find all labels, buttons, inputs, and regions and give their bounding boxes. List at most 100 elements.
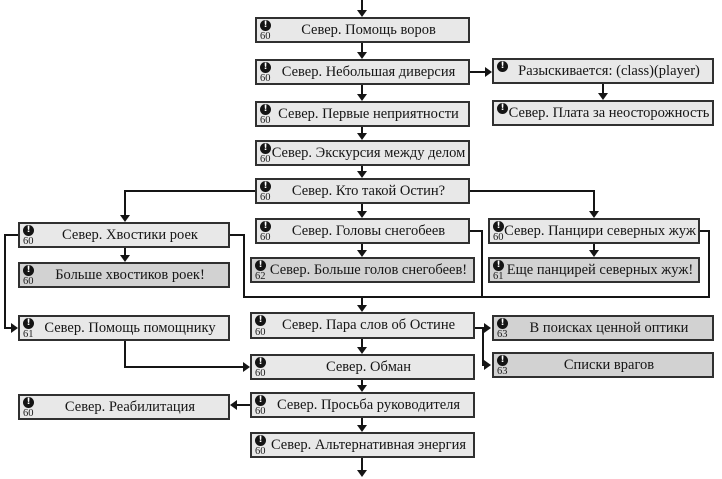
quest-exclamation-icon: ! — [23, 318, 34, 329]
edge-entry-line — [361, 0, 363, 11]
edge-n5-m1-arrow — [357, 211, 367, 218]
node-bolshe-golov-snegobeev[interactable]: ! 62 Север. Больше голов снегобеев! — [250, 257, 475, 283]
quest-level: 60 — [493, 232, 504, 243]
node-pervye-nepriyatnosti[interactable]: ! 60 Север. Первые неприятности — [255, 101, 470, 127]
quest-exclamation-icon: ! — [23, 225, 34, 236]
quest-exclamation-icon: ! — [255, 260, 266, 271]
quest-exclamation-icon: ! — [260, 62, 271, 73]
quest-title: Север. Головы снегобеев — [291, 222, 446, 239]
edge-n5-r3-arrow — [589, 211, 599, 218]
node-golovy-snegobeev[interactable]: ! 60 Север. Головы снегобеев — [255, 218, 470, 244]
edge-m1-m2-line — [361, 244, 363, 251]
quest-exclamation-icon: ! — [493, 221, 504, 232]
quest-title: Север. Небольшая диверсия — [281, 63, 456, 80]
quest-level: 62 — [255, 271, 266, 282]
node-ekskursiya-mezhdu-delom[interactable]: ! 60 Север. Экскурсия между делом — [255, 140, 470, 166]
edge-n4-n5-line — [361, 166, 363, 172]
quest-level: 60 — [255, 446, 266, 457]
quest-title: Еще панцирей северных жуж! — [506, 261, 694, 278]
quest-exclamation-icon: ! — [255, 357, 266, 368]
edge-n5-r3-hline — [470, 190, 595, 192]
node-pomoshch-vorov[interactable]: ! 60 Север. Помощь воров — [255, 17, 470, 43]
edge-m5-m6-line — [361, 418, 363, 426]
edge-merge-m3-line — [361, 296, 363, 306]
quest-exclamation-icon: ! — [497, 103, 508, 114]
node-para-slov-ob-ostine[interactable]: ! 60 Север. Пара слов об Остине — [250, 312, 475, 339]
quest-exclamation-icon: ! — [255, 435, 266, 446]
node-bolshe-khvostikov-roek[interactable]: ! 60 Больше хвостиков роек! — [18, 262, 230, 288]
quest-level: 60 — [255, 406, 266, 417]
edge-m1-merge-vline — [481, 230, 483, 298]
edge-l1-l3-arrow — [11, 323, 18, 333]
quest-level: 60 — [260, 232, 271, 243]
node-v-poiskakh-tsennoy-optiki[interactable]: ! 63 В поисках ценной оптики — [492, 315, 714, 341]
quest-exclamation-icon: ! — [493, 260, 504, 271]
quest-title: Списки врагов — [563, 356, 655, 373]
edge-m5-l4-arrow — [230, 400, 237, 410]
quest-level: 60 — [260, 73, 271, 84]
quest-exclamation-icon: ! — [260, 20, 271, 31]
edge-l1-l3-vline — [4, 234, 6, 329]
edge-n4-n5-arrow — [357, 171, 367, 178]
node-kto-takoy-ostin[interactable]: ! 60 Север. Кто такой Остин? — [255, 178, 470, 204]
edge-m1-m2-arrow — [357, 250, 367, 257]
edge-l3-m4-arrow — [243, 362, 250, 372]
quest-title: Север. Пара слов об Остине — [281, 317, 456, 333]
quest-title: Север. Первые неприятности — [278, 105, 459, 122]
quest-title: Север. Плата за неосторожность — [508, 104, 710, 121]
edge-l1-merge-hline — [230, 234, 245, 236]
edge-m4-m5-arrow — [357, 385, 367, 392]
quest-title: Север. Хвостики роек — [62, 226, 198, 243]
quest-level: 60 — [23, 276, 34, 287]
edge-n3-n4-line — [361, 127, 363, 134]
quest-level: 60 — [255, 368, 266, 379]
edge-m3-m4-arrow — [357, 347, 367, 354]
edge-l1-l3-hline-top — [4, 234, 18, 236]
edge-m3-right-vline — [482, 327, 484, 366]
edge-r1-r2-line — [602, 84, 604, 94]
quest-title: Север. Реабилитация — [64, 398, 196, 415]
quest-title: Север. Помощь помощнику — [44, 319, 216, 336]
node-alternativnaya-energiya[interactable]: ! 60 Север. Альтернативная энергия — [250, 432, 475, 458]
quest-exclamation-icon: ! — [497, 318, 508, 329]
node-pomoshch-pomoshchniku[interactable]: ! 61 Север. Помощь помощнику — [18, 315, 230, 341]
edge-r1-r2-arrow — [598, 93, 608, 100]
node-khvostiki-roek[interactable]: ! 60 Север. Хвостики роек — [18, 222, 230, 248]
node-obman[interactable]: ! 60 Север. Обман — [250, 354, 475, 380]
quest-title: Север. Альтернативная энергия — [270, 436, 467, 453]
edge-r3-merge-vline — [708, 230, 710, 298]
edge-n1-n2-arrow — [357, 52, 367, 59]
quest-level: 60 — [255, 327, 266, 338]
node-pantsiri-severnykh-zhuzh[interactable]: ! 60 Север. Панцири северных жуж — [488, 218, 700, 244]
quest-level: 63 — [497, 366, 508, 377]
edge-m5-l4-line — [237, 404, 250, 406]
edge-m1-merge-hline — [470, 230, 483, 232]
edge-merge-m3-arrow — [357, 305, 367, 312]
edge-n1-n2-line — [361, 43, 363, 53]
quest-exclamation-icon: ! — [497, 355, 508, 366]
node-eshche-pantsirey-zhuzh[interactable]: ! 61 Еще панцирей северных жуж! — [488, 257, 700, 283]
node-nebolshaya-diversiya[interactable]: ! 60 Север. Небольшая диверсия — [255, 59, 470, 85]
quest-exclamation-icon: ! — [497, 61, 508, 72]
edge-n2-n3-line — [361, 85, 363, 95]
node-razyskivaetsya[interactable]: ! Разыскивается: (class)(player) — [492, 58, 714, 84]
quest-exclamation-icon: ! — [260, 104, 271, 115]
quest-exclamation-icon: ! — [255, 395, 266, 406]
quest-level: 60 — [260, 115, 271, 126]
edge-exit-line — [361, 458, 363, 471]
quest-level: 60 — [23, 236, 34, 247]
edge-m3-right-hline — [475, 327, 484, 329]
quest-title: Север. Помощь воров — [301, 21, 436, 38]
quest-title: Разыскивается: (class)(player) — [518, 62, 700, 79]
edge-r3-merge-hline — [700, 230, 710, 232]
quest-exclamation-icon: ! — [23, 265, 34, 276]
quest-level: 60 — [23, 408, 34, 419]
quest-title: Север. Просьба руководителя — [276, 396, 461, 413]
node-spiski-vragov[interactable]: ! 63 Списки врагов — [492, 352, 714, 378]
node-reabilitatsiya[interactable]: ! 60 Север. Реабилитация — [18, 394, 230, 420]
node-prosba-rukovoditelya[interactable]: ! 60 Север. Просьба руководителя — [250, 392, 475, 418]
edge-n5-m1-line — [361, 204, 363, 212]
node-plata-za-neostorozhnost[interactable]: ! Север. Плата за неосторожность — [492, 100, 714, 126]
quest-title: Север. Панцири северных жуж — [504, 222, 696, 239]
edge-n2-r1-line — [470, 71, 485, 73]
